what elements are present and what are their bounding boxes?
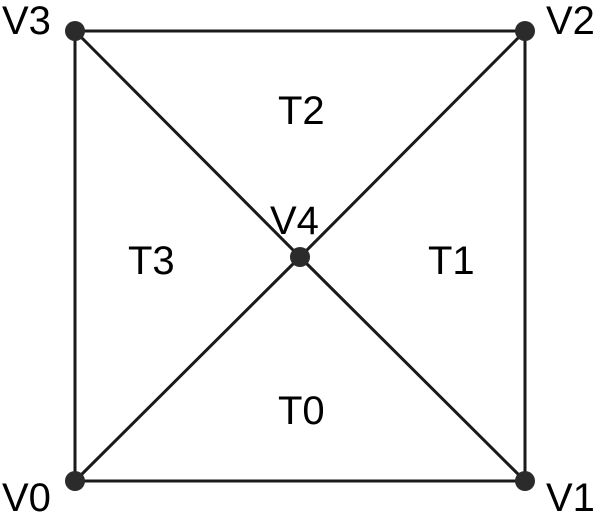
triangle-label-t0: T0 bbox=[278, 389, 325, 433]
triangle-label-t2: T2 bbox=[278, 89, 325, 133]
edge-v2-v4 bbox=[298, 29, 527, 259]
vertex-dot-v2 bbox=[515, 21, 535, 41]
edge-v3-v4 bbox=[73, 29, 302, 259]
triangle-label-t1: T1 bbox=[428, 239, 475, 283]
vertex-label-v4: V4 bbox=[270, 199, 319, 243]
vertex-label-v1: V1 bbox=[546, 476, 595, 515]
edges bbox=[73, 29, 527, 483]
vertex-dot-v3 bbox=[65, 21, 85, 41]
vertex-label-v0: V0 bbox=[2, 476, 51, 515]
vertex-label-v2: V2 bbox=[546, 0, 595, 43]
vertex-dot-v1 bbox=[515, 471, 535, 491]
vertex-dot-v4 bbox=[290, 247, 310, 267]
vertex-label-v3: V3 bbox=[2, 0, 51, 43]
vertex-dot-v0 bbox=[65, 471, 85, 491]
edge-v0-v4 bbox=[73, 255, 302, 483]
triangle-label-t3: T3 bbox=[128, 239, 175, 283]
edge-v1-v4 bbox=[298, 255, 527, 483]
vertex-dots bbox=[65, 21, 535, 491]
